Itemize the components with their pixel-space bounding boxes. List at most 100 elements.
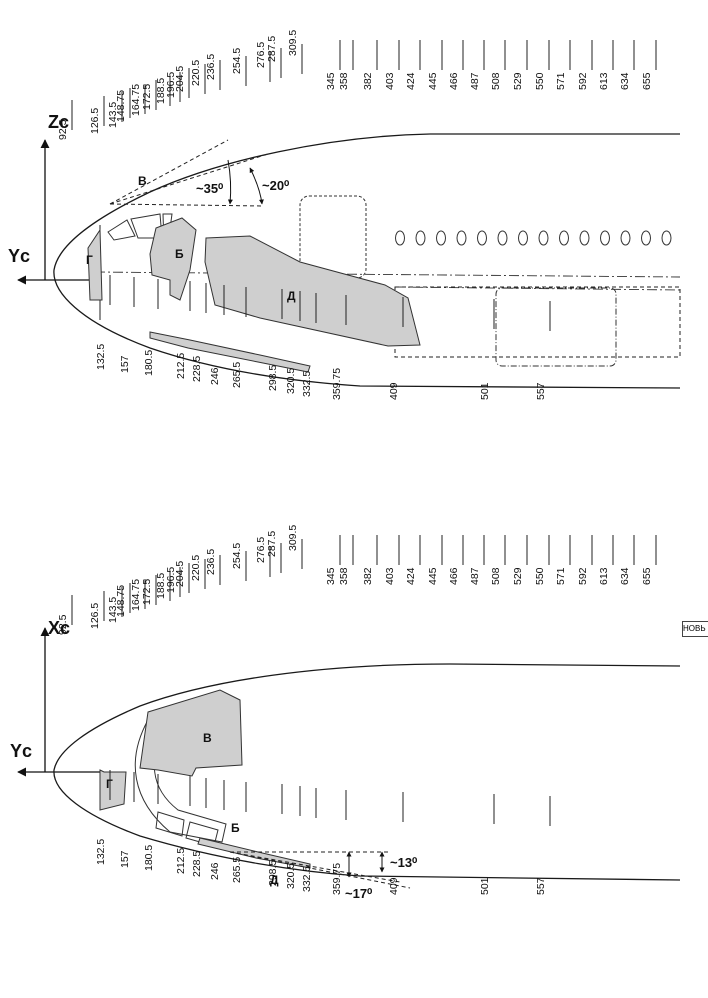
- station-upper-17-label: 382: [362, 72, 374, 90]
- zone-letter-b-top: Б: [175, 247, 184, 261]
- station-lower-13-label: 557: [535, 382, 547, 400]
- station-lower-4-label: 228.5: [191, 356, 203, 382]
- passenger-window: [415, 230, 426, 246]
- cockpit-frame-window-3: [155, 811, 185, 837]
- station-lower-3-label: 212.5: [175, 353, 187, 379]
- station-upper-12-label: 276.5: [255, 537, 267, 563]
- station-upper-7-label: 196.5: [165, 567, 177, 593]
- zone-letter-d-bottom: Д: [270, 873, 279, 887]
- station-upper-18-label: 403: [384, 567, 396, 585]
- angle-line-35: [109, 139, 229, 205]
- station-upper-25-label: 550: [534, 567, 546, 585]
- station-upper-8-label: 204.5: [174, 66, 186, 92]
- station-upper-8-label: 204.5: [174, 561, 186, 587]
- passenger-window: [661, 230, 672, 246]
- station-upper-0-label: 92.5: [57, 119, 69, 140]
- station-upper-19-label: 424: [405, 567, 417, 585]
- yc-axis-label-top: Yc: [8, 246, 30, 266]
- zone-letter-v-bottom: В: [203, 731, 212, 745]
- passenger-window: [600, 230, 610, 246]
- station-upper-14-label: 309.5: [287, 30, 299, 56]
- zone-g-bottom: [99, 769, 127, 811]
- station-upper-27-label: 592: [577, 567, 589, 585]
- station-lower-5-label: 246: [209, 367, 221, 385]
- station-upper-22-label: 487: [469, 567, 481, 585]
- station-lower-1-label: 157: [119, 355, 131, 373]
- station-upper-20-label: 445: [427, 72, 439, 90]
- fuselage-outline-top: [53, 133, 681, 389]
- station-upper-29-label: 634: [619, 72, 631, 90]
- angle-arc-35: [227, 159, 233, 205]
- station-lower-8-label: 320.5: [285, 368, 297, 394]
- station-upper-1-label: 126.5: [89, 603, 101, 629]
- station-upper-11-label: 254.5: [231, 543, 243, 569]
- station-lower-10-label: 359.75: [331, 368, 343, 400]
- angle-arc-20: [249, 167, 264, 205]
- station-upper-7-label: 196.5: [165, 72, 177, 98]
- station-upper-26-label: 571: [555, 72, 567, 90]
- station-upper-23-label: 508: [490, 72, 502, 90]
- station-upper-1-label: 126.5: [89, 108, 101, 134]
- station-lower-12-label: 501: [479, 382, 491, 400]
- station-lower-11-label: 409: [388, 382, 400, 400]
- station-lower-10-label: 359.75: [331, 863, 343, 895]
- station-upper-15-label: 345: [325, 72, 337, 90]
- passenger-window: [559, 230, 569, 246]
- zone-d-top: [204, 235, 421, 347]
- station-upper-15-label: 345: [325, 567, 337, 585]
- strip-lower-top: [149, 331, 311, 373]
- station-lower-9-label: 332.5: [301, 371, 313, 397]
- station-lower-3-label: 212.5: [175, 848, 187, 874]
- angle-label-20: ~20⁰: [262, 178, 290, 193]
- passenger-window: [518, 230, 528, 246]
- station-upper-24-label: 529: [512, 567, 524, 585]
- passenger-window: [497, 230, 508, 246]
- station-lower-4-label: 228.5: [191, 851, 203, 877]
- station-upper-5-label: 172.5: [141, 84, 153, 110]
- angle-line-17: [229, 851, 411, 889]
- cargo-bay-outline: [394, 286, 681, 358]
- station-upper-13-label: 287.5: [266, 36, 278, 62]
- station-upper-6-label: 188.5: [155, 573, 167, 599]
- station-upper-21-label: 466: [448, 72, 460, 90]
- passenger-window: [538, 230, 549, 246]
- zone-letter-v-top: В: [138, 174, 147, 188]
- station-upper-17-label: 382: [362, 567, 374, 585]
- station-upper-11-label: 254.5: [231, 48, 243, 74]
- passenger-window: [477, 230, 487, 246]
- station-upper-0-label: 92.5: [57, 614, 69, 635]
- zone-v-bottom: [139, 689, 243, 777]
- station-upper-9-label: 220.5: [190, 60, 202, 86]
- station-lower-13-label: 557: [535, 877, 547, 895]
- station-lower-12-label: 501: [479, 877, 491, 895]
- station-lower-0-label: 132.5: [95, 344, 107, 370]
- passenger-window: [641, 230, 651, 246]
- zone-b-top: [149, 217, 197, 301]
- station-upper-3-label: 148.75: [115, 585, 127, 617]
- station-upper-24-label: 529: [512, 72, 524, 90]
- station-upper-6-label: 188.5: [155, 78, 167, 104]
- cockpit-window-1: [107, 219, 136, 241]
- angle-label-35: ~35⁰: [196, 181, 224, 196]
- angle-label-17: ~17⁰: [345, 886, 373, 901]
- station-upper-10-label: 236.5: [205, 54, 217, 80]
- yc-axis-label-bottom: Yc: [10, 741, 32, 761]
- station-upper-13-label: 287.5: [266, 531, 278, 557]
- station-upper-16-label: 358: [338, 72, 350, 90]
- station-lower-2-label: 180.5: [143, 845, 155, 871]
- station-upper-9-label: 220.5: [190, 555, 202, 581]
- station-upper-19-label: 424: [405, 72, 417, 90]
- station-upper-28-label: 613: [598, 567, 610, 585]
- station-lower-6-label: 265.5: [231, 362, 243, 388]
- station-lower-7-label: 298.5: [267, 365, 279, 391]
- zone-g-top: [87, 228, 103, 301]
- station-upper-4-label: 164.75: [130, 84, 142, 116]
- passenger-windows-row: [395, 230, 672, 246]
- station-upper-21-label: 466: [448, 567, 460, 585]
